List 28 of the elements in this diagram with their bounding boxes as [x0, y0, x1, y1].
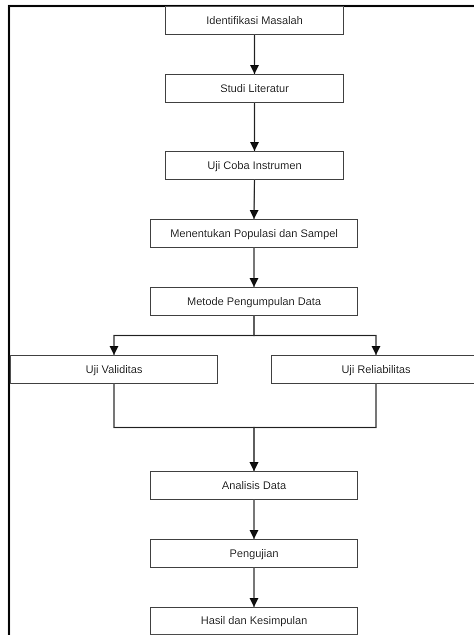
box-label: Identifikasi Masalah	[206, 14, 303, 26]
process-box	[165, 6, 344, 35]
box-label: Pengujian	[230, 548, 278, 560]
process-box	[150, 471, 358, 500]
arrow	[250, 180, 259, 219]
arrow	[250, 568, 258, 607]
arrow	[250, 248, 258, 287]
arrow	[253, 316, 380, 355]
process-box	[150, 539, 358, 568]
process-box	[165, 151, 344, 180]
arrow	[250, 384, 377, 471]
box-label: Uji Validitas	[86, 364, 142, 376]
process-box	[10, 355, 218, 384]
box-label: Uji Coba Instrumen	[207, 160, 302, 172]
process-box	[271, 355, 474, 384]
box-label: Menentukan Populasi dan Sampel	[170, 228, 338, 240]
process-box	[150, 219, 358, 248]
process-box	[150, 607, 358, 635]
arrow	[250, 103, 259, 151]
process-box	[150, 287, 358, 316]
box-label: Hasil dan Kesimpulan	[200, 615, 308, 627]
box-label: Analisis Data	[222, 480, 286, 492]
box-label: Studi Literatur	[220, 82, 289, 94]
box-label: Uji Reliabilitas	[341, 364, 411, 376]
arrow	[250, 35, 259, 74]
process-box	[165, 74, 344, 103]
arrow	[250, 500, 258, 539]
box-label: Metode Pengumpulan Data	[187, 296, 321, 308]
